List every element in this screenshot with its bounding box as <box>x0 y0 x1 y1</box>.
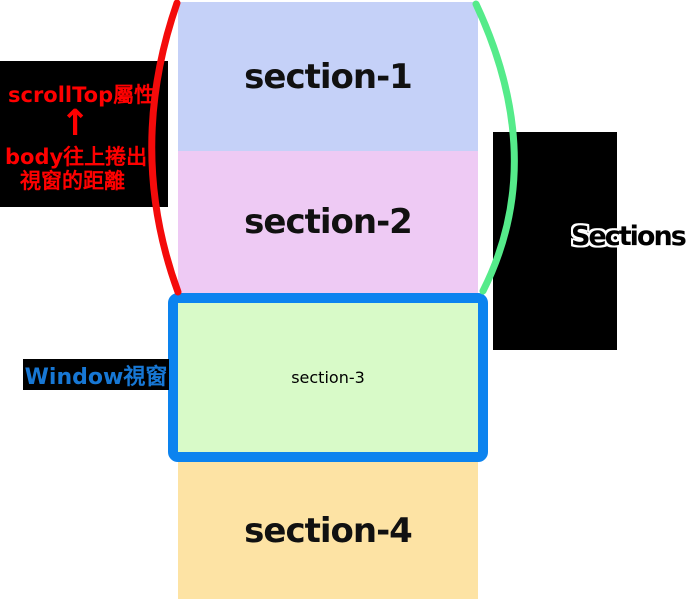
section-4-block: section-4 <box>178 462 478 599</box>
sections-label: Sections <box>571 221 687 252</box>
scrolltop-property-text: scrollTop屬性 <box>8 83 156 107</box>
section-2-label: section-2 <box>244 202 413 242</box>
scrolltop-annotation-box: scrollTop屬性 ↑ body往上捲出 視窗的距離 <box>0 61 168 207</box>
scrolltop-desc-line1: body往上捲出 <box>5 145 148 169</box>
section-4-label: section-4 <box>244 510 413 551</box>
window-viewport-label: Window視窗 <box>23 359 169 390</box>
scrolltop-desc-line2: 視窗的距離 <box>20 169 125 193</box>
section-1-block: section-1 <box>178 2 478 151</box>
section-2-block: section-2 <box>178 151 478 293</box>
up-arrow-icon: ↑ <box>60 103 91 144</box>
section-3-label: section-3 <box>291 368 365 387</box>
window-viewport-box: section-3 <box>168 293 488 462</box>
section-1-label: section-1 <box>244 56 413 97</box>
window-viewport-label-text: Window視窗 <box>24 364 168 390</box>
